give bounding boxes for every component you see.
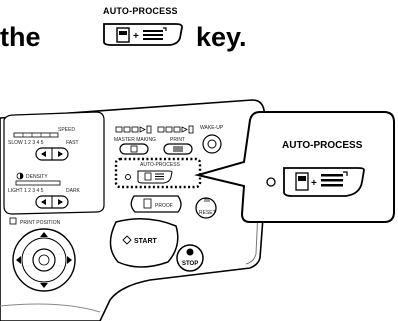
stop-button[interactable]: STOP xyxy=(176,244,204,272)
proof-label: PROOF xyxy=(155,203,173,209)
speed-section: SPEED SLOW 1 2 3 4 5 FAST xyxy=(8,127,79,146)
callout-indicator-lamp xyxy=(266,177,276,187)
dark-label: DARK xyxy=(66,188,81,194)
heading-suffix: key. xyxy=(196,22,247,52)
indicator-bars: MASTER MAKING PRINT xyxy=(114,125,194,143)
reset-button[interactable]: RESET xyxy=(195,197,217,219)
start-button[interactable]: START xyxy=(109,218,179,268)
callout-title: AUTO-PROCESS xyxy=(282,140,363,151)
stop-icon xyxy=(186,248,194,256)
light-label: LIGHT xyxy=(8,188,23,194)
heading-auto-process-key: + xyxy=(103,23,183,46)
heading-key-title: AUTO-PROCESS xyxy=(103,6,178,16)
arrow-left-icon xyxy=(41,151,46,157)
print-lines-icon xyxy=(143,27,167,40)
callout-auto-process-button[interactable]: + xyxy=(283,167,365,197)
auto-process-panel-button[interactable] xyxy=(137,170,173,184)
proof-button[interactable]: PROOF xyxy=(130,195,182,213)
print-position-dial[interactable] xyxy=(12,228,76,292)
speed-label: SPEED xyxy=(58,127,75,133)
proof-icon xyxy=(143,198,152,209)
print-position-section: PRINT POSITION xyxy=(9,217,61,226)
speed-buttons[interactable] xyxy=(35,147,69,161)
arrow-right-icon xyxy=(58,151,63,157)
wakeup-button[interactable] xyxy=(202,134,222,154)
speed-levels: 1 2 3 4 5 xyxy=(24,140,44,146)
density-label: DENSITY xyxy=(26,174,48,180)
density-buttons[interactable] xyxy=(35,195,69,209)
reset-label: RESET xyxy=(199,210,216,216)
print-button[interactable] xyxy=(163,143,193,155)
start-diamond-icon xyxy=(122,235,132,245)
start-label: START xyxy=(134,238,158,245)
stop-label: STOP xyxy=(182,261,198,267)
wakeup-label: WAKE-UP xyxy=(200,125,224,131)
wakeup-icon xyxy=(207,139,217,149)
density-levels: 1 2 3 4 5 xyxy=(24,188,44,194)
plus-icon: + xyxy=(133,31,139,42)
reset-icon xyxy=(204,198,210,202)
master-making-label: MASTER MAKING xyxy=(114,137,156,143)
slow-label: SLOW xyxy=(8,140,23,146)
print-position-icon xyxy=(9,217,17,225)
density-section: DENSITY LIGHT 1 2 3 4 5 DARK xyxy=(8,172,81,194)
print-position-label: PRINT POSITION xyxy=(20,220,61,226)
heading-prefix: the xyxy=(0,22,41,52)
master-making-button[interactable] xyxy=(119,143,149,155)
fast-label: FAST xyxy=(66,140,79,146)
auto-process-panel-area: AUTO-PROCESS xyxy=(114,157,202,189)
print-label: PRINT xyxy=(170,137,185,143)
svg-text:+: + xyxy=(311,178,317,189)
auto-process-small-label: AUTO-PROCESS xyxy=(140,162,181,168)
